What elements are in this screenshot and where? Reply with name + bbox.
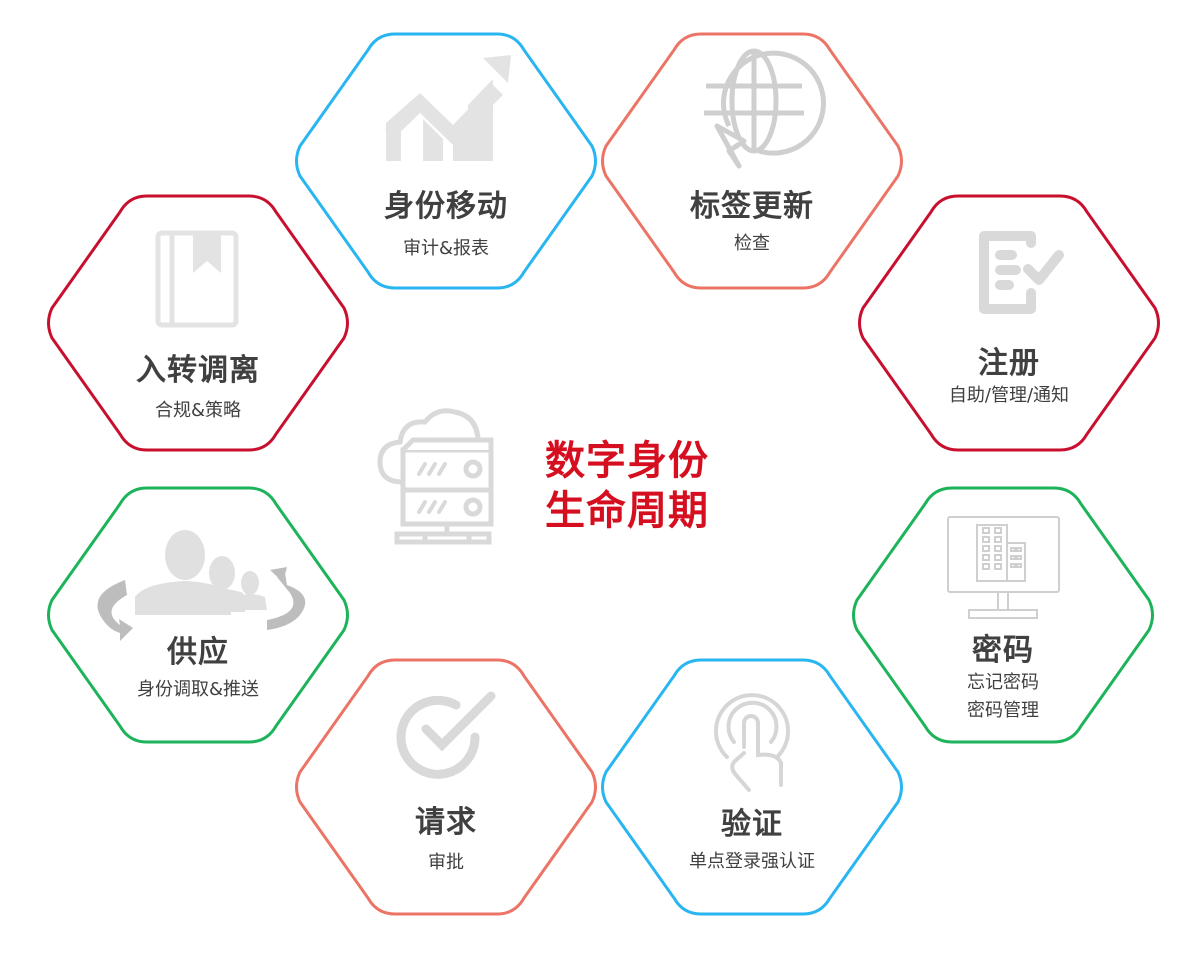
- stage-subtitle: 审计&报表: [402, 238, 490, 259]
- stage-title: 入转调离: [136, 353, 260, 388]
- stage-subtitle: 审批: [428, 852, 464, 873]
- hexagon-frame: [858, 194, 1160, 452]
- stage-subtitle: 单点登录强认证: [689, 851, 815, 872]
- stage-title: 标签更新: [690, 189, 814, 224]
- center-title-line1: 数字身份: [545, 438, 709, 484]
- stage-subtitle: 自助/管理/通知: [948, 385, 1070, 406]
- stage-title: 注册: [978, 346, 1040, 381]
- stage-subtitle: 身份调取&推送: [136, 679, 260, 700]
- stage-title: 请求: [415, 805, 477, 840]
- stage-onboarding: 入转调离 合规&策略: [45, 193, 351, 453]
- stage-title: 密码: [972, 633, 1034, 668]
- stage-subtitle: 检查: [734, 233, 770, 254]
- hexagon-frame: [295, 658, 597, 916]
- center-title: 数字身份 生命周期: [545, 436, 709, 536]
- stage-registration: 注册 自助/管理/通知: [856, 193, 1162, 453]
- stage-subtitle: 密码管理: [967, 700, 1039, 721]
- stage-subtitle: 合规&策略: [154, 400, 242, 421]
- stage-authentication: 验证 单点登录强认证: [599, 657, 905, 917]
- hexagon-frame: [601, 658, 903, 916]
- stage-title: 身份移动: [384, 189, 508, 224]
- stage-subtitle: 忘记密码: [967, 672, 1039, 693]
- cloud-server-icon: [377, 408, 494, 545]
- center-title-line2: 生命周期: [545, 488, 709, 534]
- stage-title: 验证: [721, 807, 783, 842]
- stage-request: 请求 审批: [293, 657, 599, 917]
- stage-title: 供应: [167, 635, 229, 670]
